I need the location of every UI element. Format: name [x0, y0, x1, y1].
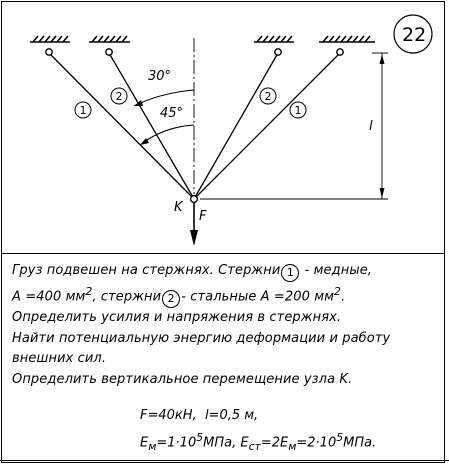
task-line-4: Найти потенциальную энергию деформации и…	[12, 330, 391, 346]
svg-text:1: 1	[80, 104, 87, 117]
angle-arrowhead	[134, 100, 143, 106]
pin-joint	[45, 48, 53, 56]
pin-joint	[336, 48, 344, 56]
ceiling-support-2	[89, 35, 130, 43]
given-line-1: F=40кН, l=0,5 м,	[140, 408, 259, 423]
task-line-6: Определить вертикальное перемещение узла…	[12, 371, 353, 387]
angle-arc-30	[133, 89, 195, 107]
pin-joint	[274, 48, 282, 56]
svg-text:1: 1	[295, 104, 302, 117]
rod-label-2-left: 2	[110, 87, 128, 105]
problem-number-circle	[393, 14, 433, 54]
truss-diagram: 30° 45° 1 2 2 1 K F l 22	[30, 14, 433, 246]
pin-joint	[105, 48, 113, 56]
task-line-3: Определить усилия и напряжения в стержня…	[12, 310, 342, 326]
rod-1-right	[193, 52, 341, 200]
rod-label-2-right: 2	[259, 87, 277, 105]
rod-2-right	[193, 52, 279, 200]
bottom-rule	[0, 460, 449, 461]
angle-label-30: 30°	[148, 69, 171, 84]
rod-label-1-left: 1	[74, 101, 92, 119]
rod-label-1-right: 1	[289, 101, 307, 119]
section-divider	[2, 253, 444, 254]
force-arrowhead	[190, 230, 198, 246]
rod-ref-circle: 1	[281, 264, 300, 282]
angle-label-45: 45°	[160, 106, 183, 121]
ceiling-support-3	[254, 35, 294, 43]
node-k-joint	[189, 194, 199, 204]
problem-number: 22	[402, 24, 426, 46]
rod-ref-circle: 2	[162, 290, 181, 309]
task-line-5: внешних сил.	[12, 351, 107, 367]
force-label-f: F	[199, 209, 207, 224]
dimension-arrow-bottom	[379, 188, 385, 198]
svg-text:2: 2	[116, 90, 123, 103]
dimension-arrow-top	[379, 54, 385, 64]
length-label-l: l	[369, 119, 373, 134]
ceiling-support-1	[30, 35, 70, 43]
given-line-2: Eм=1·105МПа, Eст=2Eм=2·105МПа.	[140, 431, 377, 453]
angle-arrowhead	[140, 138, 149, 145]
ceiling-support-4	[319, 35, 375, 43]
rod-1-left	[48, 52, 195, 200]
node-label-k: K	[174, 200, 184, 215]
svg-text:2: 2	[265, 90, 272, 103]
rod-2-left	[108, 52, 195, 200]
given-values: F=40кН, l=0,5 м, Eм=1·105МПа, Eст=2Eм=2·…	[140, 405, 376, 458]
